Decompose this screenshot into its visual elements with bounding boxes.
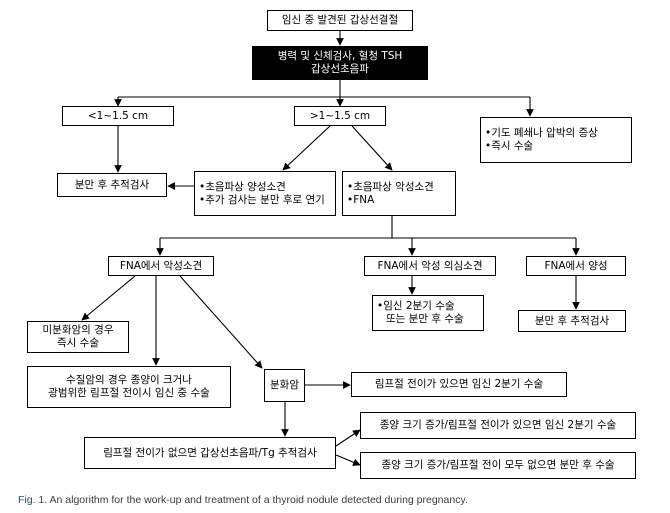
growth-positive-text: 종양 크기 증가/림프절 전이가 있으면 임신 2분기 수술 xyxy=(379,419,617,431)
fna-malignant-text: FNA에서 악성소견 xyxy=(119,259,203,272)
malignant-us-line-2: •FNA xyxy=(347,193,375,206)
exam-line-1: 병력 및 신체검사, 혈청 TSH xyxy=(277,50,403,62)
lymph-positive-text: 림프절 전이가 있으면 임신 2분기 수술 xyxy=(374,378,544,390)
exam-node: 병력 및 신체검사, 혈청 TSH 갑상선초음파 xyxy=(252,46,428,80)
compression-line-2: •즉시 수술 xyxy=(485,140,534,152)
fna-suspicious-node: FNA에서 악성 의심소견 xyxy=(364,256,496,276)
size-small-text: <1~1.5 cm xyxy=(87,109,149,122)
differentiated-text: 분화암 xyxy=(270,379,299,391)
compression-line-1: •기도 폐쇄나 압박의 증상 xyxy=(485,127,598,139)
size-large-text: >1~1.5 cm xyxy=(309,109,371,122)
differentiated-node: 분화암 xyxy=(264,369,305,402)
medullary-node: 수질암의 경우 종양이 크거나 광범위한 림프절 전이시 임신 중 수술 xyxy=(27,366,231,408)
growth-negative-node: 종양 크기 증가/림프절 전이 모두 없으면 분만 후 수술 xyxy=(360,452,636,479)
undiff-line-2: 즉시 수술 xyxy=(57,337,99,349)
size-large-node: >1~1.5 cm xyxy=(294,106,386,126)
followup-1-text: 분만 후 추적검사 xyxy=(74,178,150,191)
figure-caption: Fig. 1. An algorithm for the work-up and… xyxy=(18,494,468,506)
undifferentiated-node: 미분화암의 경우 즉시 수술 xyxy=(27,321,129,353)
growth-negative-text: 종양 크기 증가/림프절 전이 모두 없으면 분만 후 수술 xyxy=(381,459,615,471)
benign-us-line-1: •초음파상 양성소견 xyxy=(199,180,286,193)
lymph-negative-text: 림프절 전이가 없으면 갑상선초음파/Tg 추적검사 xyxy=(103,446,317,459)
exam-line-2: 갑상선초음파 xyxy=(311,63,369,75)
followup-node-1: 분만 후 추적검사 xyxy=(57,173,167,197)
fna-suspicious-text: FNA에서 악성 의심소견 xyxy=(377,259,483,272)
fna-malignant-node: FNA에서 악성소견 xyxy=(108,256,214,276)
malignant-us-line-1: •초음파상 악성소견 xyxy=(347,180,434,193)
malignant-us-node: •초음파상 악성소견 •FNA xyxy=(342,171,456,216)
size-small-node: <1~1.5 cm xyxy=(62,106,174,126)
followup-node-2: 분만 후 추적검사 xyxy=(518,310,626,332)
compression-node: •기도 폐쇄나 압박의 증상 •즉시 수술 xyxy=(480,117,632,163)
followup-2-text: 분만 후 추적검사 xyxy=(534,314,610,327)
start-node-text: 임신 중 발견된 갑상선결절 xyxy=(281,14,399,26)
medullary-line-2: 광범위한 림프절 전이시 임신 중 수술 xyxy=(48,387,210,399)
benign-us-line-2: •추가 검사는 분만 후로 연기 xyxy=(199,193,325,206)
benign-us-node: •초음파상 양성소견 •추가 검사는 분만 후로 연기 xyxy=(194,171,336,216)
trimester-line-2: 또는 분만 후 수술 xyxy=(386,313,464,325)
start-node: 임신 중 발견된 갑상선결절 xyxy=(267,10,413,31)
trimester-surgery-node: •임신 2분기 수술 또는 분만 후 수술 xyxy=(372,295,484,331)
figure-caption-text: An algorithm for the work-up and treatme… xyxy=(49,494,468,506)
fna-benign-node: FNA에서 양성 xyxy=(526,256,626,276)
lymph-positive-node: 림프절 전이가 있으면 임신 2분기 수술 xyxy=(351,372,567,397)
figure-label: Fig. 1. xyxy=(18,494,48,506)
growth-positive-node: 종양 크기 증가/림프절 전이가 있으면 임신 2분기 수술 xyxy=(360,412,636,439)
fna-benign-text: FNA에서 양성 xyxy=(544,259,608,272)
lymph-negative-node: 림프절 전이가 없으면 갑상선초음파/Tg 추적검사 xyxy=(84,437,336,469)
undiff-line-1: 미분화암의 경우 xyxy=(42,324,114,336)
trimester-line-1: •임신 2분기 수술 xyxy=(377,300,455,312)
medullary-line-1: 수질암의 경우 종양이 크거나 xyxy=(66,374,192,386)
